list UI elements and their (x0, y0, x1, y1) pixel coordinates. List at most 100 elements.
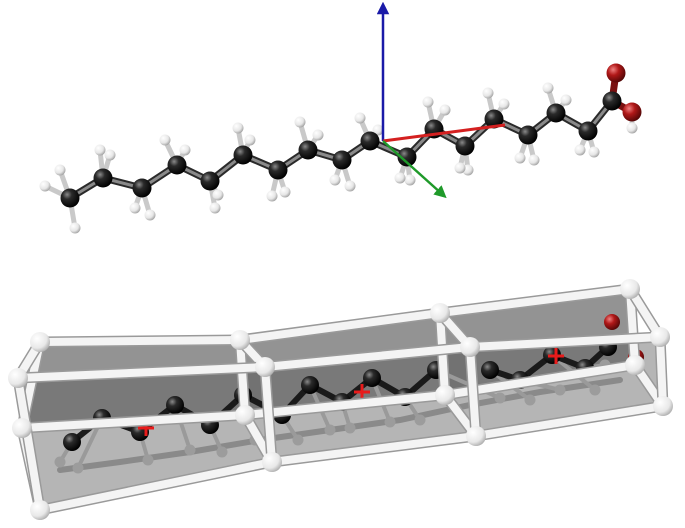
hydrogen-atom (179, 144, 191, 156)
frame-vertex (8, 368, 28, 388)
frame-edge (472, 402, 667, 440)
hydrogen-atom (404, 174, 416, 186)
carbon-atom (332, 150, 352, 170)
hydrogen-atom (454, 162, 466, 174)
inner-hydrogen (494, 392, 506, 404)
inner-hydrogen (184, 444, 196, 456)
hydrogen-atom (104, 149, 116, 161)
inner-hydrogen (344, 422, 356, 434)
inner-oxygen (604, 314, 620, 330)
hydrogen-atom (439, 104, 451, 116)
hydrogen-atom (344, 180, 356, 192)
hydrogen-atom (69, 222, 81, 234)
frame-edge (466, 333, 664, 351)
inner-hydrogen (589, 384, 601, 396)
frame-vertex (235, 405, 255, 425)
carbon-atom (397, 147, 417, 167)
hydrogen-atom (574, 144, 586, 156)
inner-hydrogen (292, 434, 304, 446)
coarse-grained-model (8, 279, 673, 520)
coordinate-axes (376, 1, 506, 199)
inner-carbon (301, 376, 319, 394)
carbon-atom (484, 109, 504, 129)
frame-vertex (430, 303, 450, 323)
hydrogen-atom (159, 134, 171, 146)
hydrogen-atom (329, 174, 341, 186)
frame-vertex (30, 332, 50, 352)
hydrogen-atom (54, 164, 66, 176)
hydrogen-atom (212, 189, 224, 201)
hydrogen-atom (294, 116, 306, 128)
inner-hydrogen (524, 394, 536, 406)
carbon-atom (298, 140, 318, 160)
frame-vertex (230, 330, 250, 350)
hydrogen-atom (129, 202, 141, 214)
carbon-atom (233, 145, 253, 165)
frame-vertex (12, 418, 32, 438)
hydrogen-atom (626, 122, 638, 134)
carbon-atom (60, 188, 80, 208)
hydrogen-atom (482, 87, 494, 99)
frame-edge (436, 285, 634, 317)
hydrogen-atom (144, 209, 156, 221)
inner-hydrogen (384, 416, 396, 428)
carbon-atom (546, 103, 566, 123)
inner-carbon (481, 361, 499, 379)
frame-vertex (653, 396, 673, 416)
hydrogen-atom (528, 154, 540, 166)
hydrogen-atom (422, 96, 434, 108)
frame-vertex (435, 385, 455, 405)
hydrogen-atom (209, 202, 221, 214)
frame-edge (14, 363, 269, 382)
frame-edge (268, 432, 480, 466)
frame-edge (261, 343, 474, 371)
inner-carbon (166, 396, 184, 414)
carbon-atom (455, 136, 475, 156)
oxygen-atom (622, 102, 642, 122)
hydrogen-atom (244, 134, 256, 146)
carbon-atom (93, 168, 113, 188)
frame-vertex (466, 426, 486, 446)
hydrogen-atom (94, 144, 106, 156)
frame-vertex (255, 357, 275, 377)
oxygen-atom (606, 63, 626, 83)
frame-edge (36, 458, 276, 514)
all-atom-molecule (39, 63, 642, 234)
frame-edge (14, 374, 44, 514)
carbon-atom (578, 121, 598, 141)
x-axis (382, 123, 506, 143)
frame-edge (236, 336, 249, 419)
inner-hydrogen (72, 462, 84, 474)
inner-hydrogen (54, 456, 66, 468)
carbon-atom (360, 131, 380, 151)
frame-edge (656, 333, 667, 410)
frame-edge (261, 363, 276, 466)
inner-carbon (63, 433, 81, 451)
hydrogen-atom (232, 122, 244, 134)
frame-vertex (262, 452, 282, 472)
frame-edge (626, 285, 639, 369)
box-back-face (22, 340, 245, 428)
hydrogen-atom (266, 190, 278, 202)
carbon-atom (602, 91, 622, 111)
hydrogen-atom (498, 98, 510, 110)
frame-vertex (620, 279, 640, 299)
frame-vertex (625, 355, 645, 375)
inner-hydrogen (216, 446, 228, 458)
hydrogen-atom (39, 180, 51, 192)
hydrogen-atom (312, 129, 324, 141)
frame-vertex (30, 500, 50, 520)
frame-edge (241, 391, 449, 419)
inner-hydrogen (142, 454, 154, 466)
carbon-atom (518, 125, 538, 145)
inner-carbon (363, 369, 381, 387)
hydrogen-atom (588, 146, 600, 158)
frame-edge (466, 343, 480, 440)
frame-edge (236, 309, 444, 344)
hydrogen-atom (514, 152, 526, 164)
carbon-atom (200, 171, 220, 191)
inner-hydrogen (414, 414, 426, 426)
hydrogen-atom (279, 186, 291, 198)
hydrogen-atom (560, 94, 572, 106)
